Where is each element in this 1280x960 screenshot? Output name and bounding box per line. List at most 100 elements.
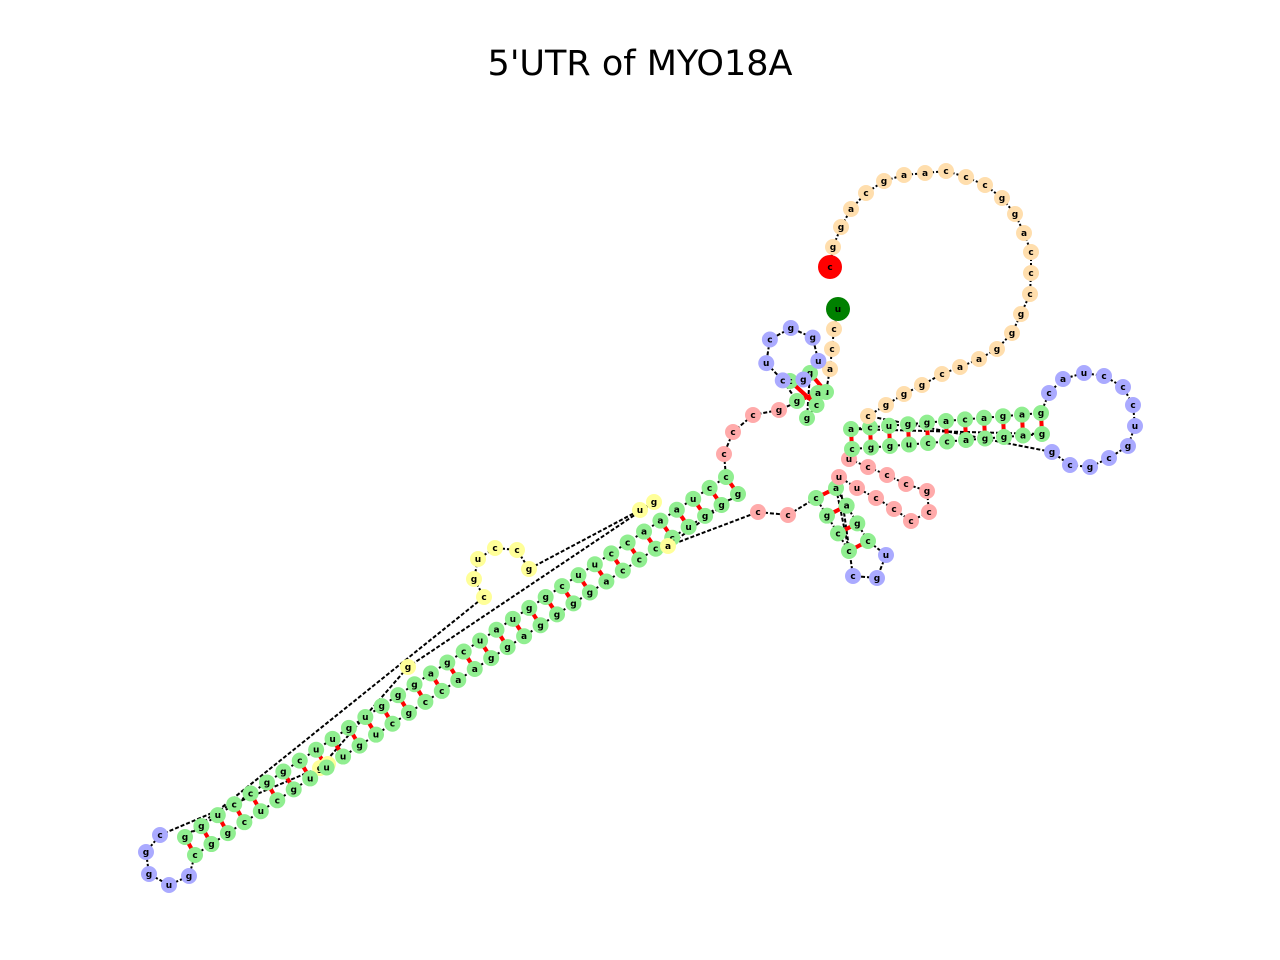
nucleotide-label: a (674, 506, 680, 516)
nucleotide-node (898, 476, 914, 492)
nucleotide-label: a (1020, 432, 1026, 442)
nucleotide-label: u (763, 359, 769, 369)
nucleotide-label: c (903, 480, 908, 490)
nucleotide-label: g (868, 444, 874, 454)
nucleotide-node (1115, 379, 1131, 395)
nucleotide-node (252, 803, 269, 820)
nucleotide-node (368, 726, 384, 743)
nucleotide-node (860, 533, 876, 549)
nucleotide-label: c (867, 423, 872, 433)
nucleotide-label: c (707, 484, 712, 494)
nucleotide-label: c (297, 757, 302, 767)
nucleotide-node (808, 397, 825, 413)
nucleotide-label: c (242, 818, 247, 828)
nucleotide-label: c (157, 831, 162, 841)
nucleotide-node (921, 504, 937, 520)
nucleotide-label: g (444, 658, 450, 668)
nucleotide-node (487, 540, 503, 556)
nucleotide-node (825, 239, 841, 255)
nucleotide-label: u (215, 811, 221, 821)
nucleotide-label: g (924, 419, 930, 429)
nucleotide-label: g (881, 177, 887, 187)
nucleotide-label: c (925, 439, 930, 449)
nucleotide-node (177, 829, 193, 845)
nucleotide-node (977, 177, 993, 193)
nucleotide-label: c (492, 544, 497, 554)
nucleotide-node (761, 331, 778, 348)
five-prime-end-node (826, 297, 850, 321)
nucleotide-node (810, 385, 826, 401)
nucleotide-label: a (657, 517, 663, 527)
nucleotide-node (1013, 306, 1029, 322)
nucleotide-node (685, 490, 702, 507)
nucleotide-group: uccaucggcguggcucgagcccccuaaaccuucgguaucg… (138, 163, 1143, 893)
nucleotide-node (384, 715, 401, 732)
nucleotide-label: u (592, 560, 598, 570)
nucleotide-label: g (225, 829, 231, 839)
nucleotide-label: g (411, 680, 417, 690)
nucleotide-label: c (1130, 401, 1135, 411)
nucleotide-label: u (835, 305, 841, 315)
nucleotide-node (1055, 371, 1071, 387)
nucleotide-label: c (829, 345, 834, 355)
nucleotide-node (977, 430, 993, 447)
nucleotide-node (472, 632, 489, 649)
nucleotide-node (537, 589, 554, 605)
nucleotide-node (822, 361, 838, 377)
nucleotide-node (896, 386, 912, 402)
nucleotide-label: u (836, 473, 842, 483)
nucleotide-label: u (340, 753, 346, 763)
nucleotide-node (833, 219, 849, 235)
nucleotide-label: c (423, 698, 428, 708)
nucleotide-label: u (1081, 369, 1087, 379)
nucleotide-label: a (455, 676, 461, 686)
nucleotide-label: a (472, 665, 478, 675)
nucleotide-label: c (1120, 383, 1125, 393)
nucleotide-node (417, 693, 434, 710)
nucleotide-node (896, 167, 912, 183)
nucleotide-node (324, 730, 341, 747)
nucleotide-label: g (143, 848, 149, 858)
nucleotide-node (1062, 457, 1078, 473)
nucleotide-label: c (865, 463, 870, 473)
nucleotide-label: g (186, 872, 192, 882)
nucleotide-node (718, 469, 734, 485)
nucleotide-label: a (815, 389, 821, 399)
nucleotide-node (476, 589, 492, 605)
nucleotide-node (275, 763, 292, 780)
nucleotide-node (876, 173, 892, 189)
nucleotide-label: c (835, 529, 840, 539)
nucleotide-label: a (848, 205, 854, 215)
nucleotide-node (1044, 444, 1060, 460)
nucleotide-node (1004, 325, 1020, 341)
nucleotide-node (758, 355, 775, 372)
nucleotide-node (509, 542, 525, 558)
nucleotide-node (258, 774, 275, 791)
nucleotide-node (843, 201, 859, 217)
nucleotide-node (549, 606, 565, 623)
nucleotide-label: g (794, 397, 800, 407)
nucleotide-label: c (963, 173, 968, 183)
nucleotide-node (373, 698, 390, 715)
nucleotide-label: a (641, 528, 647, 538)
nucleotide-label: a (1019, 411, 1025, 421)
nucleotide-label: u (637, 506, 643, 516)
nucleotide-node (745, 407, 761, 423)
nucleotide-label: c (865, 537, 870, 547)
nucleotide-node (181, 868, 197, 884)
nucleotide-label: g (901, 390, 907, 400)
nucleotide-label: g (291, 785, 297, 795)
backbone-link (407, 501, 655, 668)
nucleotide-node (335, 748, 352, 765)
nucleotide-node (680, 518, 697, 535)
nucleotide-label: c (1028, 248, 1033, 258)
nucleotide-label: a (521, 632, 527, 642)
nucleotide-label: c (831, 325, 836, 335)
nucleotide-label: u (258, 807, 264, 817)
nucleotide-label: g (406, 709, 412, 719)
nucleotide-node (713, 496, 730, 513)
nucleotide-label: a (1060, 375, 1066, 385)
nucleotide-node (934, 366, 950, 382)
nucleotide-label: g (718, 501, 724, 511)
nucleotide-label: c (755, 508, 760, 518)
